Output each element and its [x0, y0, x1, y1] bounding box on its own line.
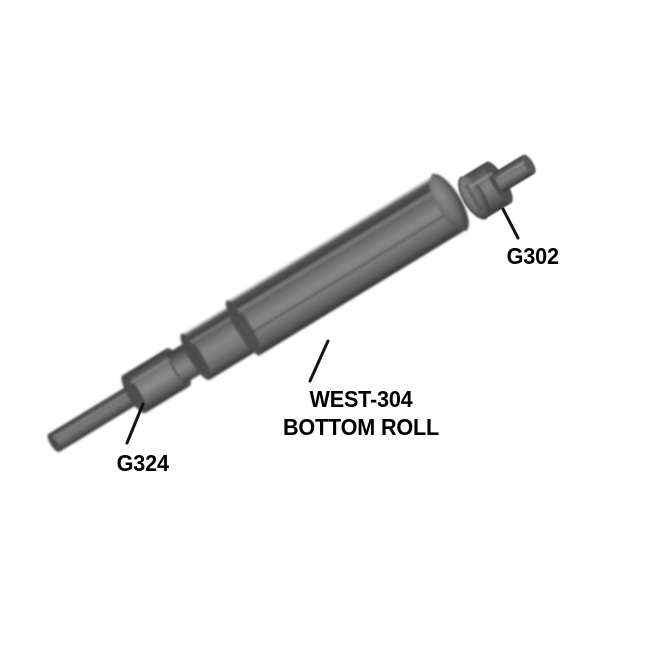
end-knob-g302: [457, 154, 536, 220]
leader-line-g324: [125, 402, 145, 445]
part-label-west-304-line2: BOTTOM ROLL: [282, 414, 440, 440]
part-label-g302: G302: [506, 243, 559, 269]
drive-shaft: [47, 382, 146, 453]
part-label-g324: G324: [116, 450, 169, 476]
part-label-west-304-line1: WEST-304: [309, 386, 413, 412]
roll-neck: [165, 338, 210, 385]
leader-lines: [125, 207, 520, 445]
leader-line-west304: [308, 339, 330, 383]
roll-body: [225, 173, 469, 357]
bottom-roll-assembly: [47, 173, 469, 453]
leader-line-g302: [501, 207, 520, 240]
part-label-west-304: WEST-304 BOTTOM ROLL: [283, 385, 439, 441]
